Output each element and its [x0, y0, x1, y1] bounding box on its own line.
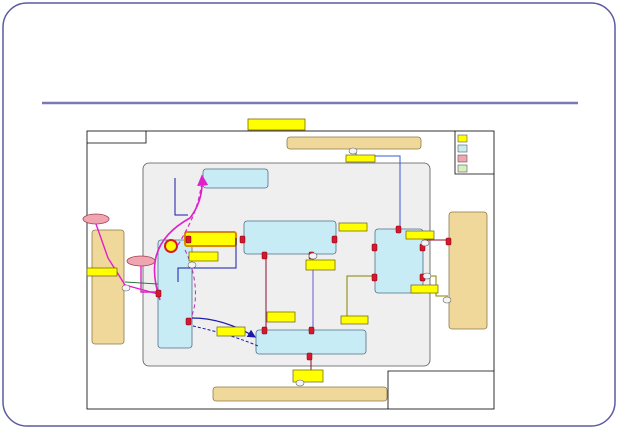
legend-swatch-1 — [457, 134, 468, 143]
ellipse-top — [82, 213, 110, 225]
small-label-11 — [292, 369, 324, 383]
small-label-1 — [345, 154, 376, 163]
edge-tall-to-top-blue — [174, 178, 188, 216]
small-label-3 — [405, 230, 435, 240]
highlight-box — [184, 231, 237, 247]
highlight-circle — [164, 239, 178, 253]
port-10 — [261, 326, 268, 335]
small-label-9 — [188, 251, 219, 262]
side-left — [91, 229, 125, 345]
small-label-5 — [305, 259, 336, 271]
connector-7 — [121, 284, 131, 292]
port-14 — [445, 237, 452, 246]
block-left-tall — [157, 239, 193, 349]
port-3 — [261, 251, 268, 260]
ellipse-mid — [126, 255, 156, 267]
frame-legend-border — [454, 131, 494, 175]
top-bar — [286, 136, 422, 150]
connector-5 — [442, 296, 452, 304]
port-16 — [185, 317, 192, 326]
connector-4 — [422, 272, 432, 280]
port-5 — [395, 225, 402, 234]
port-2 — [331, 235, 338, 244]
side-right — [448, 211, 488, 330]
frame-tab-bottom-right — [387, 370, 494, 409]
port-12 — [306, 352, 313, 361]
port-13 — [185, 235, 192, 244]
small-label-6 — [340, 315, 369, 325]
connector-6 — [295, 379, 305, 387]
connector-8 — [187, 261, 197, 269]
edge-tall-internal-mag — [184, 249, 196, 321]
block-center — [243, 220, 337, 255]
legend-swatch-3 — [457, 154, 468, 163]
port-6 — [371, 243, 378, 252]
connector-3 — [420, 239, 430, 247]
edge-highlight-loop — [177, 238, 237, 282]
small-label-7 — [266, 311, 296, 323]
legend-swatch-2 — [457, 144, 468, 153]
edge-side-left-to-tall — [124, 281, 159, 285]
port-11 — [308, 326, 315, 335]
small-label-2 — [338, 222, 368, 232]
edge-right-olive — [346, 275, 374, 322]
connector-2 — [308, 252, 318, 260]
legend-swatch-4 — [457, 164, 468, 173]
small-label-8 — [216, 326, 246, 337]
top-label — [247, 118, 306, 131]
edge-tall-to-bottom — [191, 317, 257, 338]
edge-ellipse-mid-to-tall — [140, 266, 160, 293]
port-7 — [371, 273, 378, 282]
port-15 — [155, 289, 162, 298]
small-label-10 — [86, 267, 118, 277]
small-label-4 — [410, 284, 439, 294]
frame-tab-top-left — [87, 131, 147, 144]
port-1 — [239, 235, 246, 244]
bottom-bar — [212, 386, 388, 402]
connector-1 — [348, 147, 358, 155]
edge-tall-to-top-mag — [153, 174, 209, 301]
block-top — [202, 168, 269, 189]
edge-tall-to-top-mag-2 — [177, 177, 203, 246]
